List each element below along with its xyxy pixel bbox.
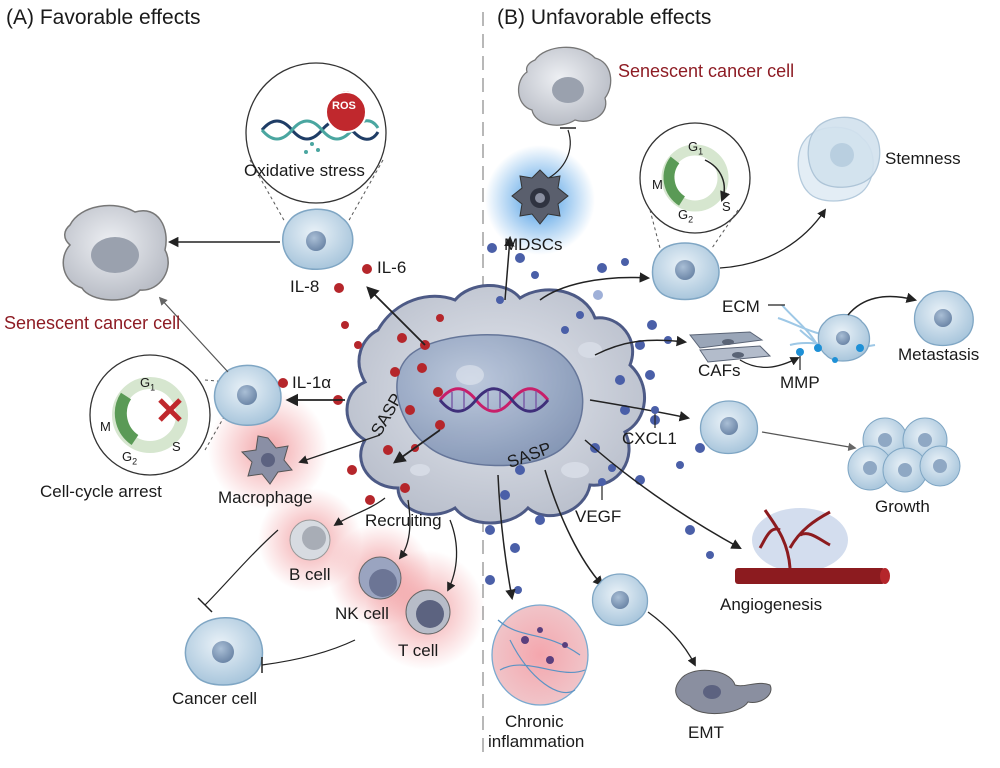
mdscs-label: MDSCs	[504, 235, 563, 254]
mdscs-cell	[511, 169, 569, 225]
t-cell-label: T cell	[398, 641, 439, 660]
cell-cycle-right-bubble	[639, 122, 751, 234]
cxcl1-label: CXCL1	[622, 429, 677, 448]
oxidative-stress-label: Oxidative stress	[244, 161, 365, 180]
senescent-cancer-cell-right	[517, 46, 612, 126]
dna-helix-icon	[438, 387, 550, 413]
metastasis-label: Metastasis	[898, 345, 980, 364]
cycle-left-s: S	[172, 439, 181, 454]
vegf-label: VEGF	[575, 507, 622, 526]
senescent-cell-left-label: Senescent cancer cell	[4, 313, 181, 333]
target-cancer-cell	[184, 617, 264, 686]
cell-cycle-arrest-bubble	[89, 354, 211, 476]
growth-cell-cluster	[847, 417, 961, 493]
cycle-right-s: S	[722, 199, 731, 214]
cycle-left-g2: G2	[122, 449, 138, 467]
il1a-label: IL-1α	[292, 373, 332, 392]
mmp-label: MMP	[780, 373, 820, 392]
growth-source-cell	[699, 400, 759, 455]
chronic-inflammation-label-line2: inflammation	[488, 732, 585, 751]
cycle-right-g2: G2	[678, 207, 694, 225]
emt-source-cell	[591, 573, 649, 627]
cycle-right-m: M	[652, 177, 663, 192]
chronic-inflammation-label-line1: Chronic	[505, 712, 564, 731]
il8-label: IL-8	[290, 277, 320, 296]
macrophage-label: Macrophage	[218, 488, 313, 507]
cancer-cell-label: Cancer cell	[172, 689, 258, 708]
senescent-cell-right-label: Senescent cancer cell	[618, 61, 795, 81]
cafs-label: CAFs	[698, 361, 741, 380]
cell-cycle-arrest-label: Cell-cycle arrest	[40, 482, 162, 501]
senescent-cancer-cell-left	[62, 204, 169, 301]
chronic-inflammation-tissue	[491, 604, 589, 706]
emt-mesenchymal-cell	[675, 669, 772, 715]
stemness-label: Stemness	[885, 149, 961, 168]
emt-label: EMT	[688, 723, 724, 742]
recruiting-label: Recruiting	[365, 511, 442, 530]
arrested-cancer-cell	[213, 364, 282, 426]
cycle-left-g1: G1	[140, 375, 156, 393]
ecm-label: ECM	[722, 297, 760, 316]
invading-cancer-cell	[817, 313, 871, 362]
b-cell	[289, 519, 331, 561]
stressed-cancer-cell	[282, 208, 354, 270]
panel-a-title: (A) Favorable effects	[6, 6, 201, 29]
nk-cell-label: NK cell	[335, 604, 389, 623]
oxidative-stress-bubble	[245, 62, 387, 204]
stem-cancer-cell	[651, 242, 720, 301]
panel-b-title: (B) Unfavorable effects	[497, 6, 712, 29]
cycle-left-m: M	[100, 419, 111, 434]
t-cell	[405, 589, 451, 635]
cafs-cells	[689, 331, 772, 363]
b-cell-label: B cell	[289, 565, 331, 584]
nk-cell	[358, 556, 402, 600]
il6-label: IL-6	[377, 258, 407, 277]
angiogenesis-label: Angiogenesis	[720, 595, 823, 614]
cross-icon	[158, 398, 182, 422]
ros-label: ROS	[332, 100, 356, 112]
growth-label: Growth	[875, 497, 930, 516]
macrophage-cell	[240, 435, 293, 485]
angiogenesis-vessel	[735, 508, 890, 584]
stemness-cells	[797, 116, 881, 202]
cycle-right-g1: G1	[688, 139, 704, 157]
metastasis-cell	[913, 290, 974, 347]
sasp-blue-particles	[485, 243, 714, 594]
